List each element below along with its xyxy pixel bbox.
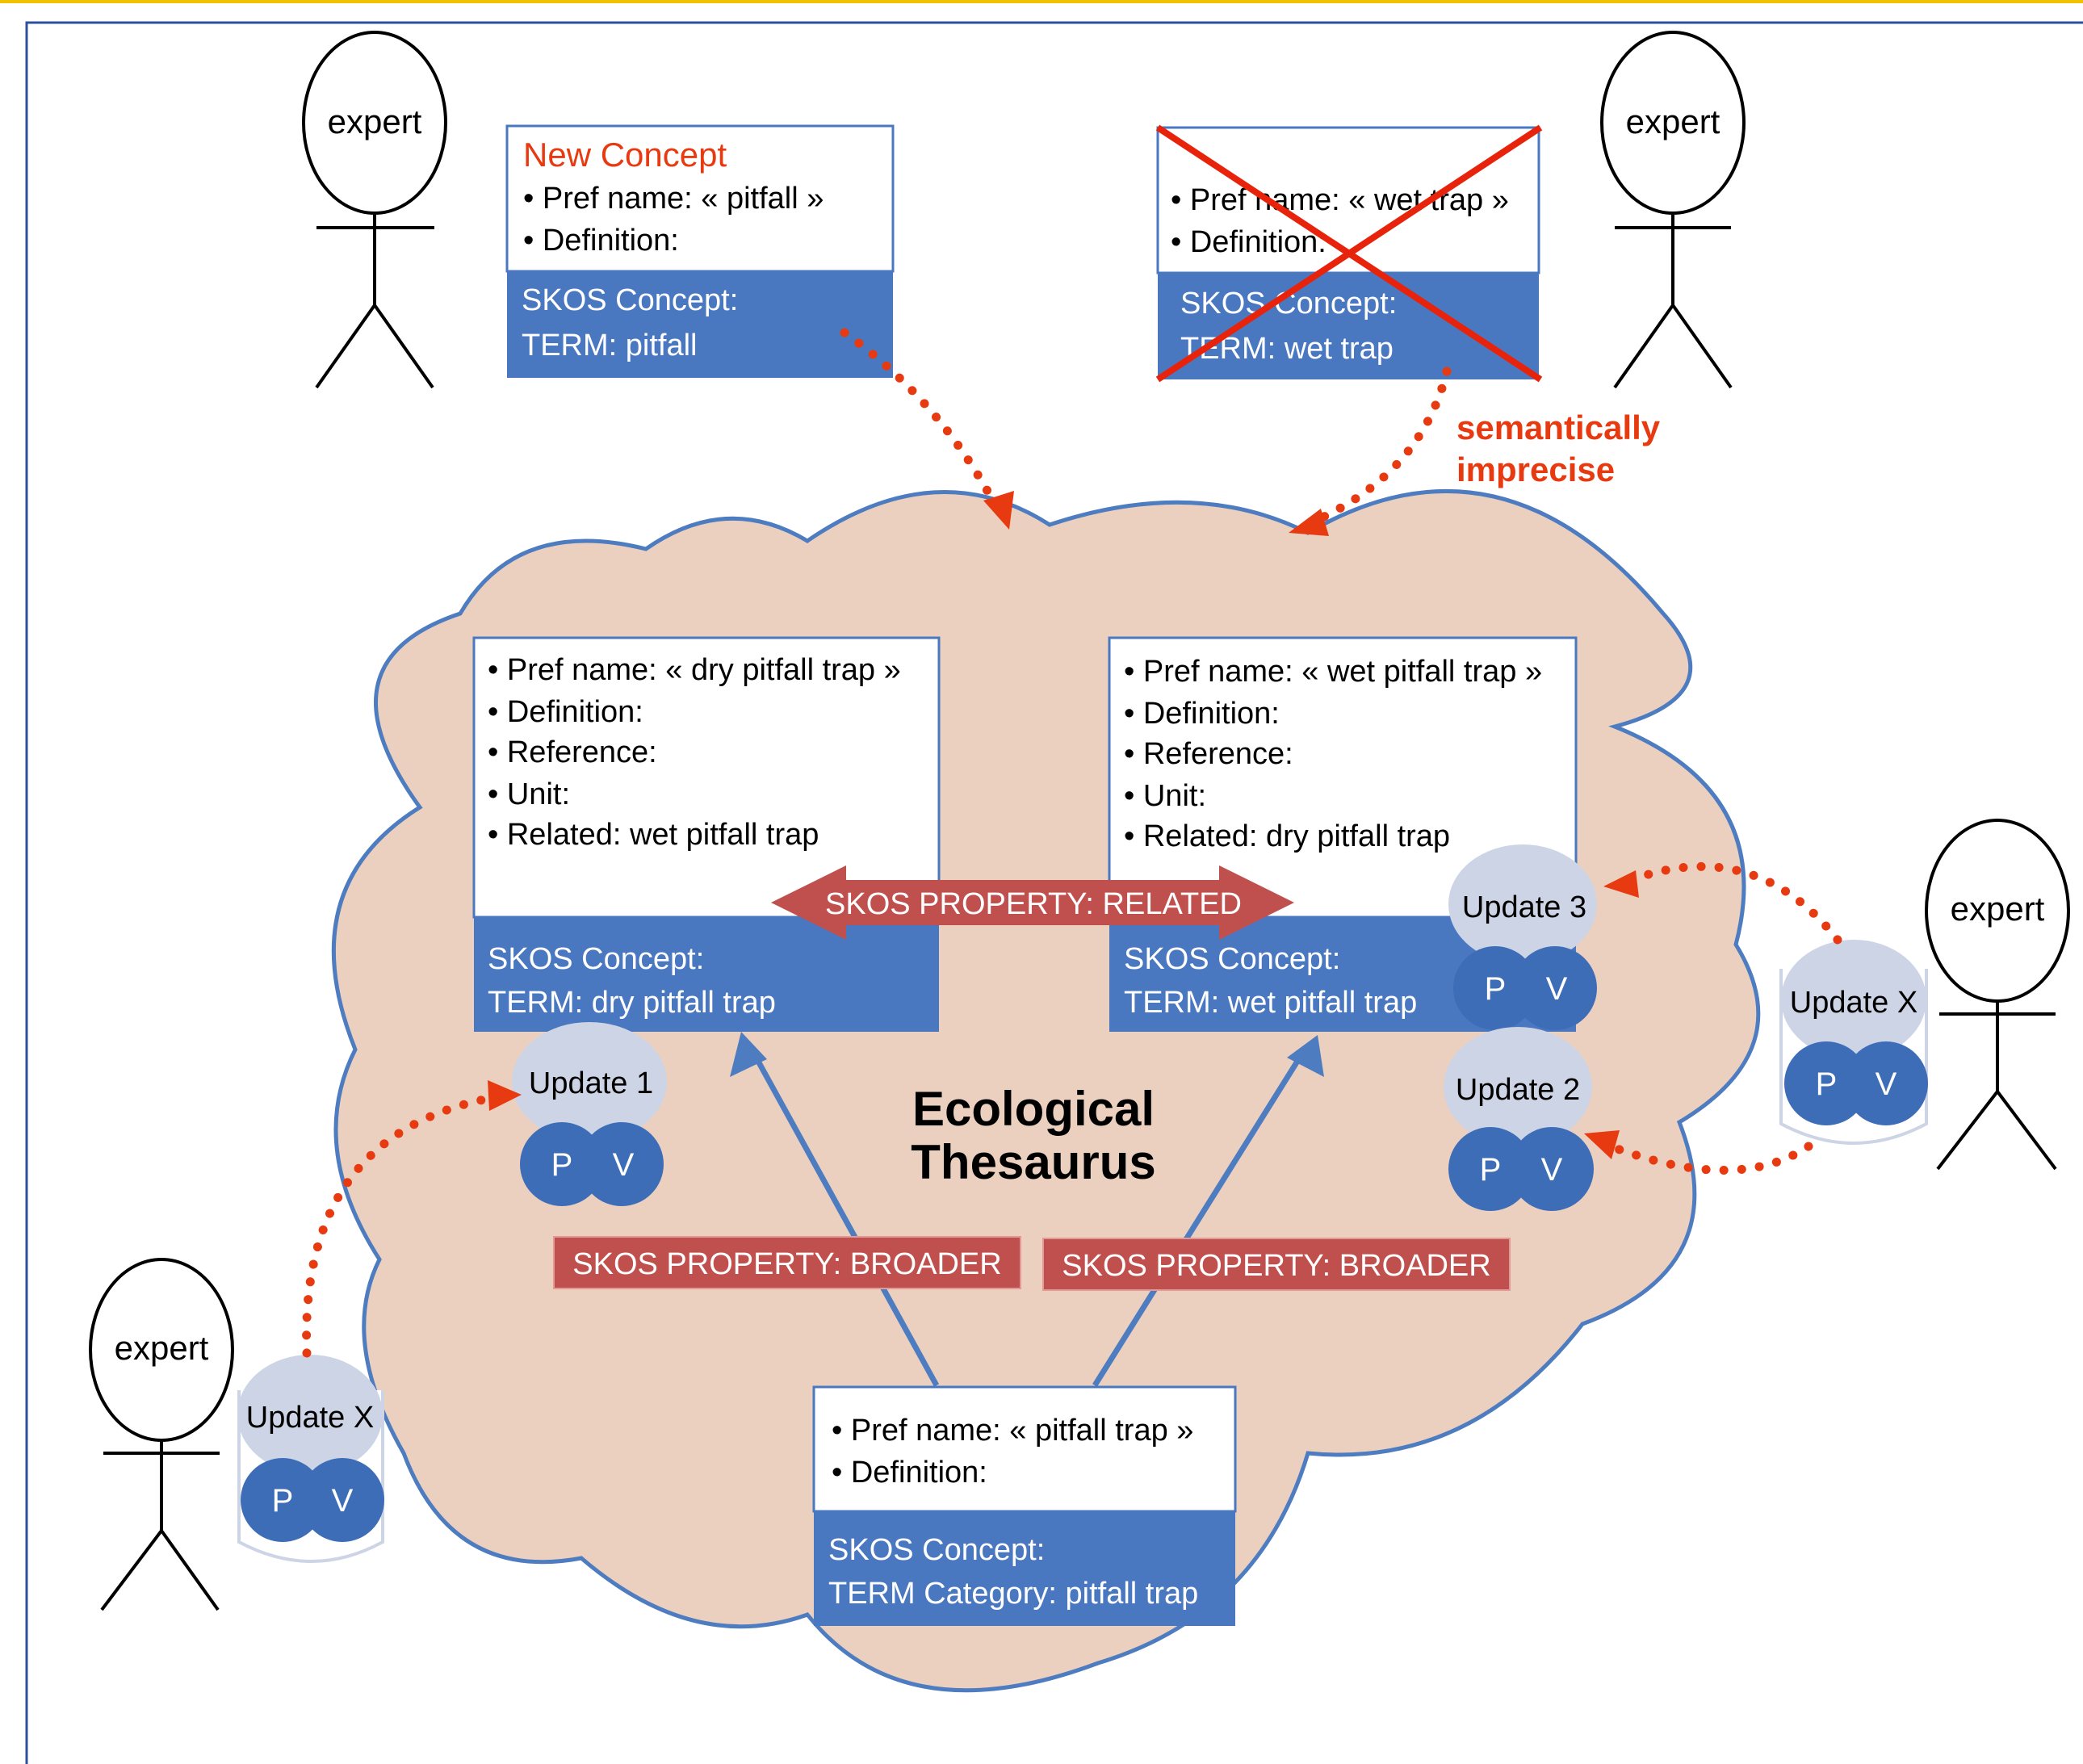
parent-concept-footer: SKOS Concept: (828, 1533, 1045, 1567)
frame-border (25, 21, 2083, 1764)
frame-top-bar (0, 0, 2083, 3)
dry-concept-box (472, 636, 941, 1032)
rejected-concept-box (1156, 126, 1540, 379)
parent-concept-line: • Pref name: « pitfall trap » (832, 1414, 1193, 1448)
dotted-arrow-rejected-concept (1289, 367, 1452, 536)
wet-concept-line: • Unit: (1124, 779, 1206, 813)
expert-bottom-left-figure (89, 1258, 234, 1611)
broader-label-left: SKOS PROPERTY: BROADER (572, 1247, 1001, 1281)
expert-label-bottom-left: expert (115, 1329, 209, 1367)
dry-concept-line: • Reference: (488, 735, 657, 769)
parent-concept-box (812, 1385, 1237, 1626)
dry-concept-line: • Definition: (488, 695, 643, 729)
rejected-concept-footer: TERM: wet trap (1180, 332, 1394, 366)
wet-concept-line: • Pref name: « wet pitfall trap » (1124, 655, 1542, 689)
update-x-right-bubble (1779, 940, 1928, 1145)
wet-concept-footer: TERM: wet pitfall trap (1124, 986, 1417, 1020)
expert-label-top-left: expert (328, 103, 422, 140)
dry-concept-footer: SKOS Concept: (488, 942, 704, 976)
parent-concept-footer: TERM Category: pitfall trap (828, 1577, 1198, 1611)
v-label: V (1546, 971, 1568, 1007)
update-x-left-label: Update X (246, 1401, 374, 1435)
update-3-label: Update 3 (1462, 890, 1586, 924)
dotted-arrow-update-1 (302, 1080, 522, 1358)
rejected-concept-line: • Definition: (1171, 225, 1326, 259)
wet-concept-line: • Related: dry pitfall trap (1124, 819, 1450, 853)
broader-label-left-box (553, 1236, 1021, 1289)
new-concept-footer: SKOS Concept: (522, 283, 738, 317)
update-x-right-label: Update X (1790, 986, 1917, 1020)
p-label: P (551, 1147, 573, 1183)
update-2-label: Update 2 (1456, 1073, 1580, 1107)
expert-label-top-right: expert (1626, 103, 1720, 140)
dry-concept-line: • Related: wet pitfall trap (488, 818, 819, 852)
p-label: P (1485, 971, 1507, 1007)
broader-label-right-box (1042, 1238, 1511, 1291)
v-label: V (332, 1483, 354, 1519)
semantically-imprecise-note: semantically (1456, 409, 1661, 446)
v-label: V (1876, 1066, 1897, 1102)
dotted-arrow-update-3 (1603, 861, 1842, 945)
new-concept-footer: TERM: pitfall (522, 329, 697, 362)
rejected-concept-line: • Pref name: « wet trap » (1171, 183, 1509, 217)
semantically-imprecise-note: imprecise (1456, 450, 1615, 488)
update-1-label: Update 1 (529, 1066, 653, 1100)
broader-label-right: SKOS PROPERTY: BROADER (1062, 1249, 1490, 1283)
v-label: V (1541, 1152, 1563, 1188)
update-2-bubble (1444, 1027, 1594, 1211)
parent-concept-line: • Definition: (832, 1456, 987, 1490)
thesaurus-title: Thesaurus (911, 1135, 1155, 1189)
dry-concept-footer: TERM: dry pitfall trap (488, 986, 776, 1020)
rejection-cross-icon (1155, 124, 1543, 383)
expert-top-right-figure (1600, 31, 1746, 389)
wet-concept-footer: SKOS Concept: (1124, 942, 1340, 976)
expert-right-figure (1925, 819, 2070, 1171)
thesaurus-title: Ecological (912, 1082, 1155, 1136)
dry-concept-line: • Pref name: « dry pitfall trap » (488, 653, 901, 687)
dry-concept-line: • Unit: (488, 777, 570, 811)
expert-top-left-figure (302, 31, 447, 389)
dotted-arrow-update-2 (1584, 1130, 1813, 1175)
v-label: V (613, 1147, 635, 1183)
p-label: P (1480, 1152, 1502, 1188)
new-concept-title: New Concept (523, 136, 727, 174)
update-1-bubble (512, 1022, 667, 1206)
new-concept-box (505, 124, 895, 378)
related-property-arrow (771, 865, 1294, 940)
wet-concept-line: • Reference: (1124, 737, 1293, 771)
update-x-left-bubble (237, 1355, 384, 1563)
broader-arrow-right (1092, 1035, 1324, 1387)
related-property-label: SKOS PROPERTY: RELATED (825, 887, 1242, 921)
p-label: P (1816, 1066, 1838, 1102)
dotted-arrow-new-concept (840, 328, 1014, 530)
new-concept-line: • Pref name: « pitfall » (523, 182, 824, 216)
update-3-bubble (1448, 844, 1597, 1030)
wet-concept-line: • Definition: (1124, 697, 1280, 731)
new-concept-line: • Definition: (523, 224, 679, 258)
broader-arrow-left (730, 1032, 940, 1387)
expert-label-right: expert (1951, 890, 2045, 928)
p-label: P (272, 1483, 294, 1519)
